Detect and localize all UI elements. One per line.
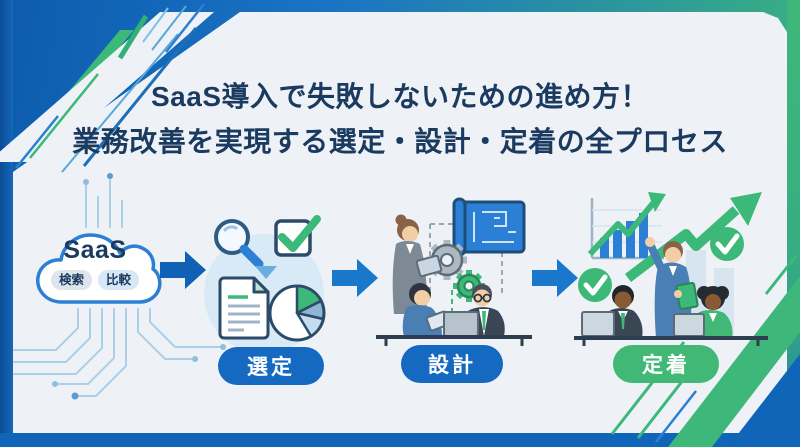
step-pill-design: 設計 — [401, 345, 503, 383]
title-block: SaaS導入で失敗しないための進め方！ 業務改善を実現する選定・設計・定着の全プ… — [0, 74, 800, 164]
dashed-connectors — [429, 223, 503, 294]
step-pill-selection: 選定 — [218, 347, 324, 385]
person-sitting-woman — [402, 283, 451, 336]
person-man-laptop — [581, 285, 643, 338]
flow-arrow-icon — [332, 259, 378, 297]
flow-arrow-icon — [160, 251, 206, 289]
magnifier-icon — [214, 219, 264, 269]
search-tag: 検索 — [50, 270, 92, 290]
frame-right-bar — [787, 0, 800, 447]
growth-chart-icon — [587, 192, 666, 260]
person-man-laptop — [443, 284, 505, 337]
adoption-step-illustration — [574, 192, 768, 346]
check-circle-icon — [710, 227, 744, 261]
title-line-1: SaaS導入で失敗しないための進め方！ — [151, 81, 649, 112]
selection-step-illustration — [204, 215, 326, 354]
flow-arrow-icon — [532, 259, 578, 297]
step-pill-adoption: 定着 — [613, 345, 719, 383]
cloud-tags: 検索 比較 — [28, 270, 162, 290]
design-step-illustration — [376, 197, 532, 346]
check-circle-icon — [578, 268, 612, 302]
frame-bottom-bar — [0, 433, 800, 447]
blueprint-icon — [452, 197, 526, 257]
saas-cloud-group: SaaS 検索 比較 — [28, 222, 162, 318]
desk — [376, 335, 532, 346]
compare-tag: 比較 — [98, 270, 140, 290]
checkbox-check-icon — [274, 215, 321, 257]
pie-chart-icon — [268, 284, 326, 342]
frame-left-bar — [0, 0, 13, 447]
document-icon — [218, 276, 270, 340]
title-line-2: 業務改善を実現する選定・設計・定着の全プロセス — [72, 126, 728, 157]
triangle-down-icon — [255, 266, 277, 279]
saas-label: SaaS — [63, 236, 127, 264]
